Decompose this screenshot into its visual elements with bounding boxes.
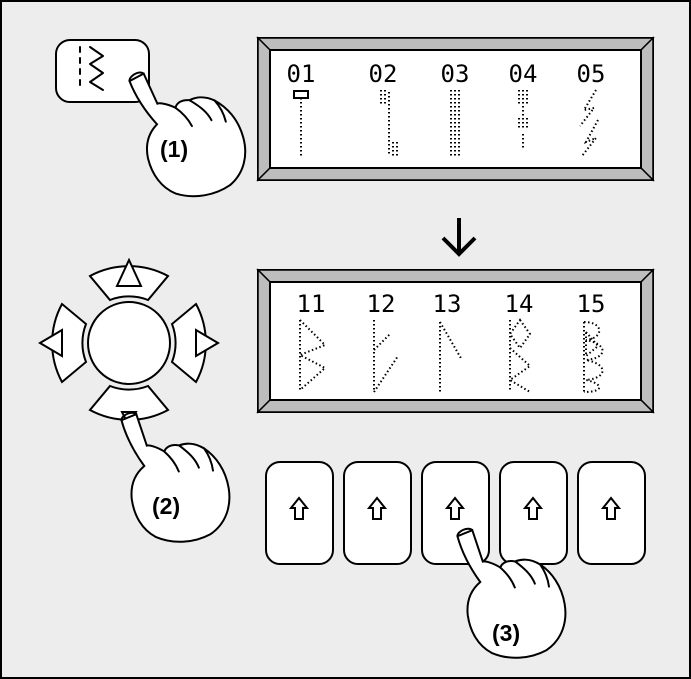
slant-stitch-icon xyxy=(439,321,463,392)
pattern-select-button-2[interactable] xyxy=(343,461,412,565)
straight-stitch-left-icon xyxy=(293,90,309,156)
pattern-number-14: 14 xyxy=(505,290,534,318)
stitch-mode-button[interactable] xyxy=(55,39,150,103)
straight-stitch-triple-icon xyxy=(380,90,398,156)
step-label-1: (1) xyxy=(160,136,188,162)
pattern-number-01: 01 xyxy=(287,60,316,88)
pattern-number-11: 11 xyxy=(297,290,326,318)
pattern-number-12: 12 xyxy=(367,290,396,318)
arrow-up-outline-icon xyxy=(288,496,310,520)
pattern-number-03: 03 xyxy=(441,60,470,88)
left-arrow-icon xyxy=(38,328,63,358)
pattern-number-13: 13 xyxy=(433,290,462,318)
step-label-2: (2) xyxy=(152,493,180,519)
down-button[interactable] xyxy=(88,384,170,421)
step-label-3: (3) xyxy=(492,620,520,646)
pattern-number-05: 05 xyxy=(577,60,606,88)
lcd-screen-bottom xyxy=(256,268,655,414)
triple-straight-stitch-icon xyxy=(450,90,460,156)
pattern-select-button-5[interactable] xyxy=(577,461,646,565)
arrow-up-outline-icon xyxy=(444,496,466,520)
arrow-up-outline-icon xyxy=(366,496,388,520)
up-arrow-icon xyxy=(115,257,143,287)
lcd-screen-top xyxy=(256,36,655,182)
lightning-stitch-icon xyxy=(579,89,600,157)
stitch-mode-icon xyxy=(79,46,104,91)
direction-pad xyxy=(38,257,220,429)
down-arrow-icon xyxy=(441,218,477,257)
arrow-up-outline-icon xyxy=(600,496,622,520)
pattern-select-button-1[interactable] xyxy=(265,461,334,565)
right-button[interactable] xyxy=(170,302,207,384)
feather-slant-stitch-icon xyxy=(373,320,399,393)
pattern-number-04: 04 xyxy=(509,60,538,88)
pattern-number-02: 02 xyxy=(369,60,398,88)
right-arrow-icon xyxy=(195,328,220,358)
arrow-up-outline-icon xyxy=(522,496,544,520)
pattern-select-button-4[interactable] xyxy=(499,461,568,565)
left-button[interactable] xyxy=(51,302,88,384)
scallop-stitch-icon xyxy=(583,321,604,393)
center-ok-button[interactable] xyxy=(87,301,171,385)
double-diamond-stitch-icon xyxy=(508,318,532,393)
pattern-number-15: 15 xyxy=(577,290,606,318)
basting-stitch-icon xyxy=(518,90,528,150)
